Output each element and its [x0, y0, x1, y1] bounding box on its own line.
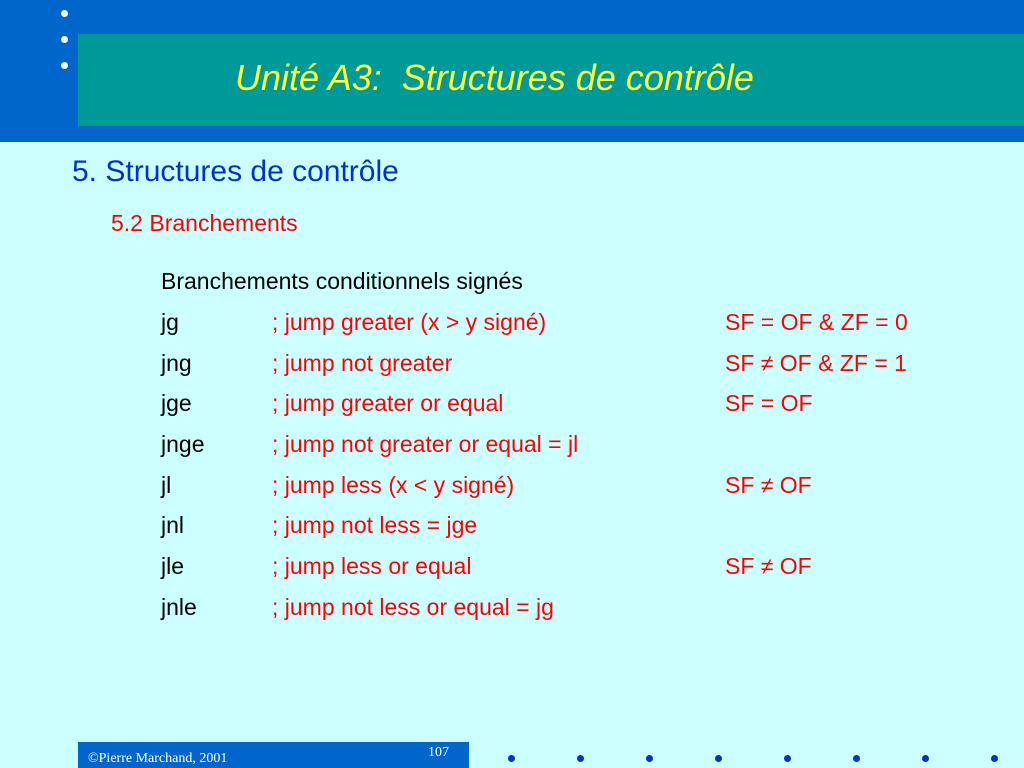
footer-dot — [508, 755, 515, 762]
copyright-text: ©Pierre Marchand, 2001 — [88, 751, 228, 766]
footer-dot — [577, 755, 584, 762]
instruction: jle — [161, 553, 185, 580]
bullet-dot — [61, 36, 68, 43]
decorative-dots — [61, 10, 75, 88]
section-heading: 5. Structures de contrôle — [72, 155, 399, 188]
instruction: jng — [161, 349, 192, 376]
flag-condition: SF ≠ OF — [725, 553, 812, 580]
instruction: jnge — [161, 431, 205, 458]
bullet-dot — [61, 62, 68, 69]
flag-condition: SF ≠ OF & ZF = 1 — [725, 349, 907, 376]
instruction-comment: ; jump greater or equal — [272, 390, 504, 417]
instruction-comment: ; jump not greater or equal = jl — [272, 431, 579, 458]
flag-condition: SF ≠ OF — [725, 471, 812, 498]
instruction: jge — [161, 390, 192, 417]
header-band: Unité A3: Structures de contrôle — [0, 0, 1024, 142]
instruction-comment: ; jump not less or equal = jg — [272, 593, 554, 620]
instruction: jg — [161, 309, 179, 335]
flag-condition: SF = OF — [725, 390, 813, 417]
footer-dot — [646, 755, 653, 762]
instruction-comment: ; jump not less = jge — [272, 512, 478, 539]
instruction-comment: ; jump greater (x > y signé) — [272, 309, 547, 335]
footer-dot — [853, 755, 860, 762]
footer-bar: ©Pierre Marchand, 2001 107 — [78, 742, 469, 768]
title-box: Unité A3: Structures de contrôle — [78, 34, 1024, 126]
footer-dot — [715, 755, 722, 762]
instruction-comment: ; jump less (x < y signé) — [272, 471, 515, 498]
instruction: jnl — [161, 512, 185, 539]
footer-dot — [991, 755, 998, 762]
instruction-comment: ; jump not greater — [272, 349, 453, 376]
instruction: jnle — [161, 593, 197, 620]
flag-condition: SF = OF & ZF = 0 — [725, 309, 908, 335]
slide-title: Unité A3: Structures de contrôle — [235, 57, 754, 98]
footer-dot — [922, 755, 929, 762]
instruction-comment: ; jump less or equal — [272, 553, 472, 580]
bullet-dot — [61, 10, 68, 17]
instruction: jl — [161, 471, 172, 498]
footer-dot — [784, 755, 791, 762]
table-title: Branchements conditionnels signés — [161, 268, 523, 294]
footer-dots — [508, 755, 998, 763]
section-subheading: 5.2 Branchements — [111, 210, 298, 236]
page-number: 107 — [428, 745, 449, 760]
